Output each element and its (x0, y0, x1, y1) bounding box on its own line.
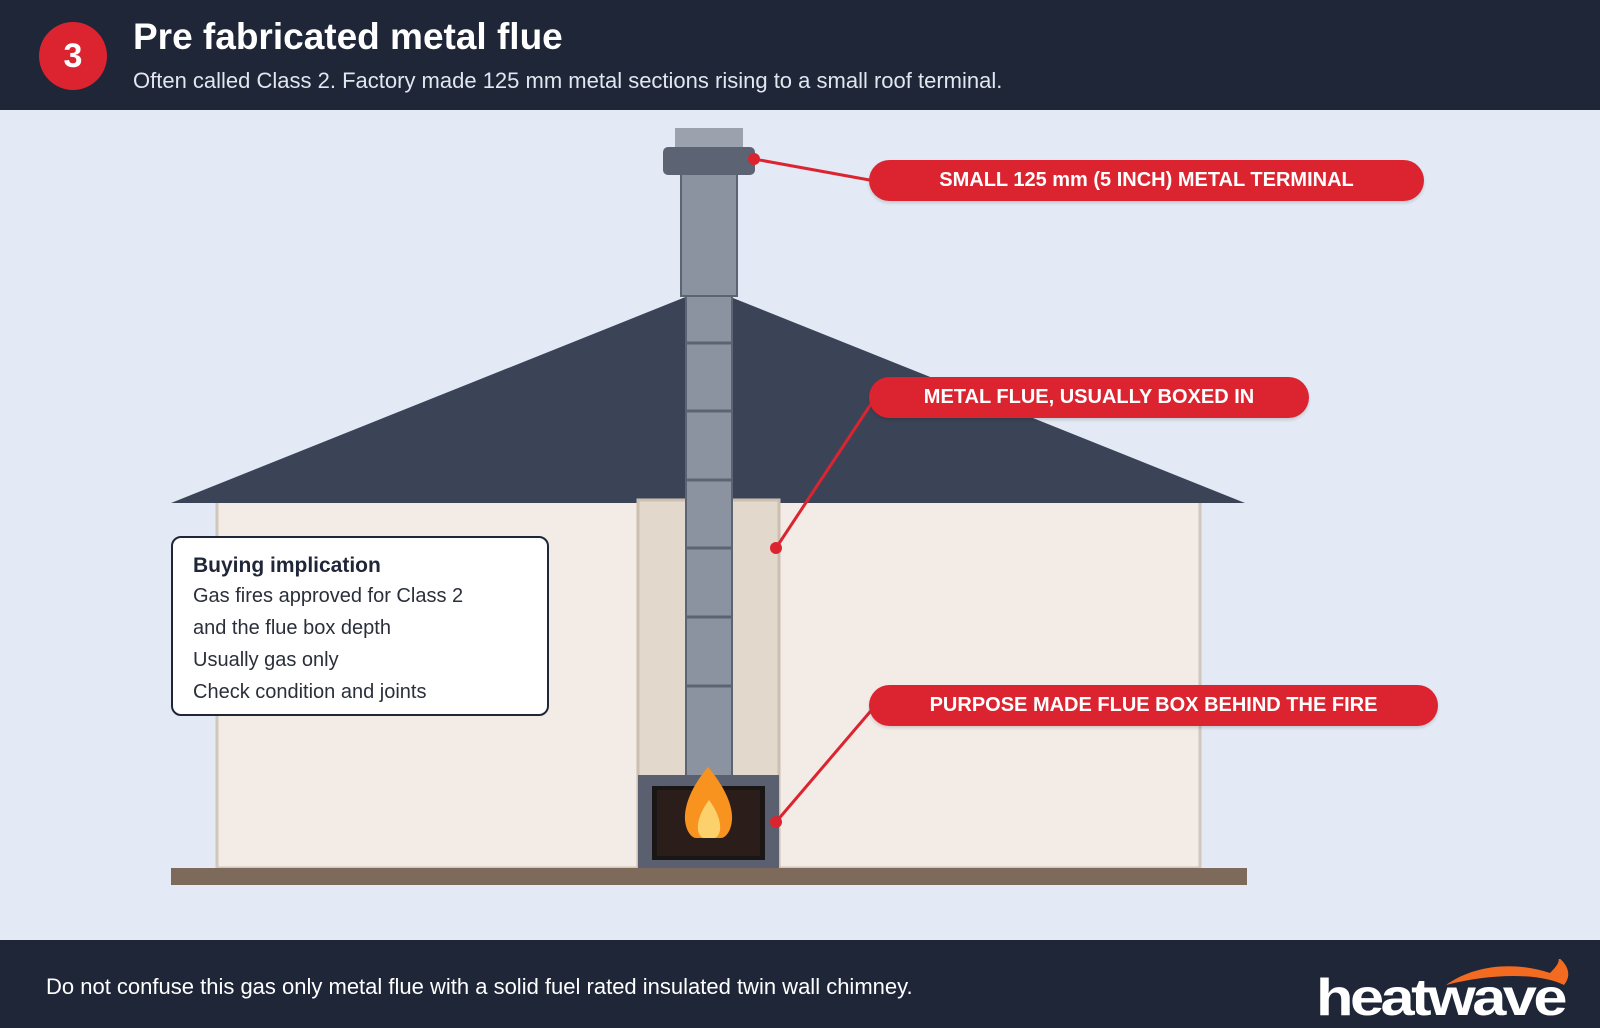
info-box-title: Buying implication (193, 554, 381, 577)
flue-box-marker (770, 816, 782, 828)
terminal-marker (748, 153, 760, 165)
floor (171, 868, 1247, 885)
heatwave-logo: heatwave (1316, 959, 1569, 1021)
swoosh-icon (1446, 959, 1569, 985)
flue-marker (770, 542, 782, 554)
flue-pipe-sections (685, 295, 733, 778)
buying-implication-box: Buying implication Gas fires approved fo… (171, 536, 549, 716)
page-subtitle: Often called Class 2. Factory made 125 m… (133, 68, 1003, 93)
terminal-collar (663, 147, 755, 175)
page-title: Pre fabricated metal flue (133, 16, 563, 57)
callout-flue-box: PURPOSE MADE FLUE BOX BEHIND THE FIRE (869, 685, 1438, 726)
brand-wordmark: heatwave (1316, 969, 1566, 1021)
terminal-cap (675, 128, 743, 149)
callout-terminal: SMALL 125 mm (5 INCH) METAL TERMINAL (869, 160, 1424, 201)
info-box-line: and the flue box depth (193, 617, 391, 639)
info-box-line: Check condition and joints (193, 681, 427, 703)
footer-bar: Do not confuse this gas only metal flue … (0, 940, 1600, 1028)
step-badge: 3 (39, 22, 107, 90)
info-box-line: Gas fires approved for Class 2 (193, 585, 464, 607)
info-box-line: Usually gas only (193, 649, 339, 671)
callout-flue: METAL FLUE, USUALLY BOXED IN (869, 377, 1309, 418)
header-bar: 3 Pre fabricated metal flue Often called… (0, 0, 1600, 110)
footer-note: Do not confuse this gas only metal flue … (46, 974, 913, 999)
flue-pipe-upper (680, 171, 738, 297)
